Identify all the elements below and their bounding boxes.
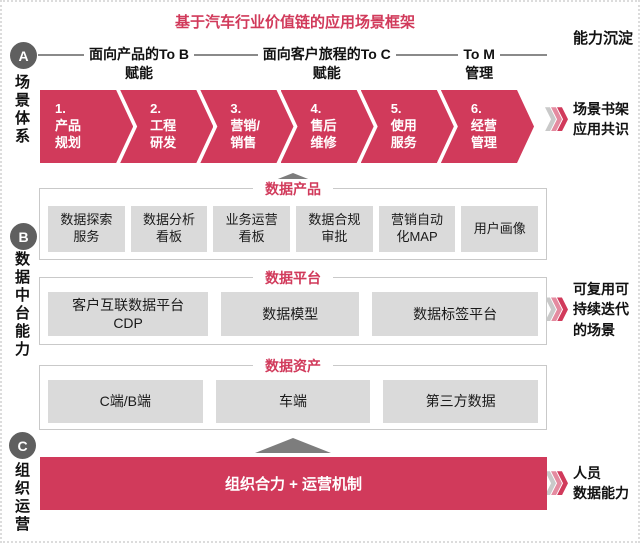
rail-label-scene-system: 场景体系	[13, 74, 30, 146]
group-to-c: 面向客户旅程的To C 赋能	[240, 45, 433, 83]
stage-label: 5. 使用 服务	[390, 101, 417, 150]
org-operations-bar: 组织合力 + 运营机制	[40, 457, 547, 510]
divider-line	[395, 54, 433, 56]
stage-label: 2. 工程 研发	[150, 101, 177, 150]
divider-line	[433, 54, 459, 56]
box-data-exploration: 数据探索 服务	[48, 206, 125, 252]
box-data-model: 数据模型	[221, 292, 360, 336]
box-data-tag-platform: 数据标签平台	[372, 292, 538, 336]
divider-line	[499, 54, 547, 56]
section-data-assets: 数据资产 C端/B端 车端 第三方数据	[39, 356, 547, 430]
annotation-scene-shelf: 场景书架 应用共识	[545, 99, 629, 140]
box-vehicle-side: 车端	[215, 380, 371, 423]
group-to-b: 面向产品的To B 赋能	[38, 45, 241, 83]
rail-label-data-middle-platform: 数据中台能力	[13, 251, 30, 359]
stage-operations-mgmt: 6. 经营 管理	[441, 90, 534, 163]
stage-label: 1. 产品 规划	[55, 101, 82, 150]
group-label: To M 管理	[463, 46, 495, 81]
box-row: C端/B端 车端 第三方数据	[48, 380, 539, 423]
annotation-text: 可复用可 持续迭代 的场景	[573, 281, 629, 338]
section-data-platform: 数据平台 客户互联数据平台 CDP 数据模型 数据标签平台	[39, 268, 547, 345]
box-row: 数据探索 服务 数据分析 看板 业务运营 看板 数据合规 审批 营销自动 化MA…	[48, 206, 539, 252]
annotation-text: 人员 数据能力	[573, 465, 629, 502]
box-analytics-dashboard: 数据分析 看板	[130, 206, 208, 252]
divider-line	[194, 54, 241, 56]
box-user-profile: 用户画像	[461, 206, 539, 252]
stage-product-planning: 1. 产品 规划	[40, 90, 133, 163]
box-c-b-side: C端/B端	[48, 380, 203, 423]
divider-line	[38, 54, 84, 56]
section-title: 数据平台	[253, 268, 333, 288]
triple-chevron-icon	[545, 297, 568, 322]
value-chain-groups: 面向产品的To B 赋能 面向客户旅程的To C 赋能 To M 管理	[38, 45, 547, 83]
badge-a: A	[10, 42, 37, 69]
section-data-products: 数据产品 数据探索 服务 数据分析 看板 业务运营 看板 数据合规 审批 营销自…	[39, 179, 547, 260]
up-triangle-icon	[255, 438, 331, 453]
triple-chevron-icon	[545, 107, 568, 132]
badge-b: B	[10, 223, 37, 250]
box-row: 客户互联数据平台 CDP 数据模型 数据标签平台	[48, 292, 538, 336]
stage-label: 3. 营销/ 销售	[230, 101, 260, 150]
stage-aftersales: 4. 售后 维修	[281, 90, 374, 163]
rail-label-org-operations: 组织运营	[13, 462, 30, 534]
stage-label: 4. 售后 维修	[310, 101, 337, 150]
annotation-reusable-scenes: 可复用可 持续迭代 的场景	[545, 279, 629, 340]
capability-label: 能力沉淀	[572, 30, 633, 47]
group-to-m: To M 管理	[433, 45, 547, 83]
stage-marketing-sales: 3. 营销/ 销售	[200, 90, 293, 163]
badge-c: C	[9, 432, 36, 459]
group-label: 面向客户旅程的To C 赋能	[262, 46, 391, 81]
box-marketing-automation: 营销自动 化MAP	[378, 206, 456, 252]
divider-line	[240, 54, 258, 56]
section-title: 数据产品	[253, 179, 333, 199]
section-title: 数据资产	[253, 356, 333, 376]
annotation-text: 场景书架 应用共识	[573, 101, 629, 138]
stage-usage-service: 5. 使用 服务	[361, 90, 454, 163]
annotation-people-capability: 人员 数据能力	[545, 463, 629, 504]
page-title: 基于汽车行业价值链的应用场景框架	[174, 14, 415, 31]
box-business-ops-dashboard: 业务运营 看板	[213, 206, 291, 252]
stage-engineering: 2. 工程 研发	[120, 90, 213, 163]
box-third-party-data: 第三方数据	[383, 380, 539, 423]
box-data-compliance: 数据合规 审批	[296, 206, 373, 252]
box-cdp: 客户互联数据平台 CDP	[48, 292, 209, 336]
stage-label: 6. 经营 管理	[470, 101, 497, 150]
value-chain-stages: 1. 产品 规划 2. 工程 研发 3. 营销/ 销售 4. 售后 维修 5. …	[40, 90, 534, 163]
group-label: 面向产品的To B 赋能	[88, 46, 190, 81]
triple-chevron-icon	[545, 471, 568, 496]
